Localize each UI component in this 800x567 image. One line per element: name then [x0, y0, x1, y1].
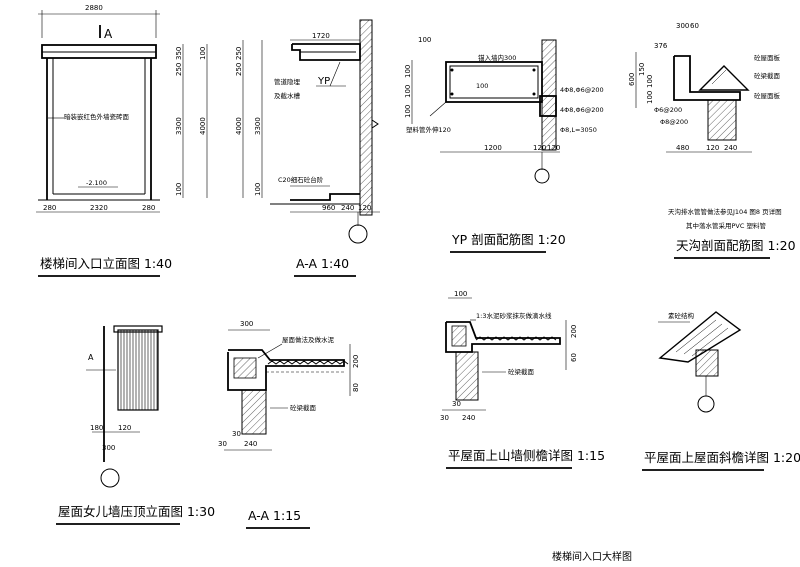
- gable-dim-30: 30: [452, 400, 461, 408]
- sheet-title: 楼梯间入口大样图: [552, 550, 632, 563]
- right-dim-b1: 100: [199, 47, 207, 60]
- aa-top-dim: 300: [240, 320, 253, 328]
- parapet-dim-120: 120: [118, 424, 131, 432]
- drawing-title-6: A-A 1:15: [248, 508, 301, 523]
- yp-dim-1200: 1200: [484, 144, 502, 152]
- right-dim-a4: 100: [175, 183, 183, 196]
- elevation-drawing: 2880 A 暗装嵌红色外墙瓷砖面 -2.100 280 2320 280 35…: [36, 4, 208, 277]
- aa-bottom-240: 240: [244, 440, 257, 448]
- gutter-left-600: 600: [628, 73, 636, 86]
- gutter-left-150: 150: [638, 63, 646, 76]
- anchor-note: 锚入墙内300: [478, 53, 516, 62]
- gable-bottom-240: 240: [462, 414, 475, 422]
- rebar-mid: 100: [476, 82, 488, 90]
- gutter-dim-480: 480: [676, 144, 689, 152]
- right-dim-a2: 250: [175, 63, 183, 76]
- side-dim-2: 100: [404, 85, 412, 98]
- section-a-a-detail: 300 屋面做法及做水泥 砼梁截面 200 80 30 240 30 A-A 1…: [218, 320, 360, 529]
- gutter-note-2: 砼梁截面: [754, 71, 781, 80]
- bottom-dim-3: 280: [142, 204, 155, 212]
- gutter-rebar: Φ6@200: [654, 106, 682, 114]
- rebar-1: 4Φ8,Φ6@200: [560, 86, 604, 94]
- bottom-dim-960: 960: [322, 204, 335, 212]
- gutter-left-100a: 100: [646, 75, 654, 88]
- gable-note-1: 1:3水泥砂浆抹灰做滴水线: [476, 311, 552, 320]
- gutter-note-1: 砼屋面板: [754, 53, 781, 62]
- drawing-title-8: 平屋面上屋面斜檐详图 1:20: [644, 450, 800, 465]
- gutter-section-drawing: 300 60 376 砼屋面板 砼梁截面 砼屋面板 Φ6@200 Φ8@200 …: [628, 22, 796, 259]
- axis-bubble-parapet: [100, 468, 120, 488]
- section-a-a-drawing: 250 250 3300 100 4000 1720 YP 管道隐埋 及截水槽 …: [235, 19, 380, 277]
- yp-dim-120b: 120: [547, 144, 560, 152]
- axis-bubble-sloped: [697, 395, 715, 413]
- left-dim-b1: 4000: [235, 117, 243, 135]
- canopy-dim: 1720: [312, 32, 330, 40]
- gable-top-dim: 100: [454, 290, 467, 298]
- gutter-dim-300: 300: [676, 22, 689, 30]
- gutter-dim-120: 120: [706, 144, 719, 152]
- gable-side-200: 200: [570, 325, 578, 338]
- left-dim-a4: 100: [254, 183, 262, 196]
- bottom-dim-2: 2320: [90, 204, 108, 212]
- left-dim-a3: 3300: [254, 117, 262, 135]
- yp-section-drawing: 100 锚入墙内300 100 4Φ8,Φ6@200 4Φ8,Φ6@200 Φ8…: [404, 36, 604, 253]
- axis-bubble: [348, 224, 368, 244]
- section-mark: A: [104, 27, 113, 41]
- level-mark: -2.100: [86, 179, 107, 187]
- pipe-note-1: 管道隐埋: [274, 77, 301, 86]
- yp-dim-120a: 120: [533, 144, 546, 152]
- aa-side-80: 80: [352, 383, 360, 392]
- gutter-dim-240: 240: [724, 144, 737, 152]
- top-dimension: 2880: [85, 4, 103, 12]
- parapet-elevation-drawing: A 180 120 300 屋面女儿墙压顶立面图 1:30: [56, 325, 215, 525]
- gutter-left-100b: 100: [646, 91, 654, 104]
- axis-bubble-yp: [534, 168, 550, 184]
- bottom-dim-240: 240: [341, 204, 354, 212]
- right-dim-b2: 4000: [199, 117, 207, 135]
- left-dim-a2: 250: [235, 63, 243, 76]
- gable-note-2: 砼梁截面: [508, 367, 535, 376]
- drawing-title-1: 楼梯间入口立面图 1:40: [40, 256, 172, 271]
- drawing-title-7: 平屋面上山墙侧檐详图 1:15: [448, 448, 605, 463]
- drawing-title-4: 天沟剖面配筋图 1:20: [676, 238, 796, 253]
- right-dim-a3: 3300: [175, 117, 183, 135]
- side-dim-1: 100: [404, 65, 412, 78]
- aa-side-200: 200: [352, 355, 360, 368]
- drawing-title-2: A-A 1:40: [296, 256, 349, 271]
- aa-dim-30: 30: [232, 430, 241, 438]
- sloped-note: 素砼结构: [668, 311, 695, 320]
- rebar-2: 4Φ8,Φ6@200: [560, 106, 604, 114]
- gable-eave-detail: 100 1:3水泥砂浆抹灰做滴水线 砼梁截面 200 60 30 240 30 …: [440, 290, 605, 469]
- gutter-caption-1: 天沟排水管管做法参见J104 图8 页详图: [668, 207, 782, 216]
- yp-top-dim: 100: [418, 36, 431, 44]
- parapet-mark: A: [88, 353, 94, 362]
- parapet-dim-180: 180: [90, 424, 103, 432]
- side-dim-3: 100: [404, 105, 412, 118]
- left-dim-a1: 250: [235, 47, 243, 60]
- gutter-dim-376: 376: [654, 42, 668, 50]
- pipe-out-note: 塑料管外伸120: [406, 125, 451, 134]
- bottom-dim-120: 120: [358, 204, 371, 212]
- right-dim-a1: 350: [175, 47, 183, 60]
- pipe-note-2: 及截水槽: [274, 91, 301, 100]
- aa-note-2: 砼梁截面: [290, 403, 317, 412]
- gable-bottom-30: 30: [440, 414, 449, 422]
- yp-label: YP: [317, 76, 330, 87]
- step-note: C20细石砼台阶: [278, 175, 324, 184]
- gable-side-60: 60: [570, 353, 578, 362]
- sloped-eave-detail: 素砼结构 平屋面上屋面斜檐详图 1:20: [642, 311, 800, 471]
- gutter-note-3: 砼屋面板: [754, 91, 781, 100]
- aa-bottom-30: 30: [218, 440, 227, 448]
- aa-note-1: 屋面做法及做水泥: [282, 335, 335, 344]
- bottom-dim-1: 280: [43, 204, 56, 212]
- rebar-3: Φ8,L=3050: [560, 126, 597, 134]
- gutter-rebar-2: Φ8@200: [660, 118, 688, 126]
- finish-note: 暗装嵌红色外墙瓷砖面: [64, 112, 130, 121]
- drawing-title-3: YP 剖面配筋图 1:20: [451, 232, 566, 247]
- gutter-caption-2: 其中落水管采用PVC 塑料管: [686, 221, 766, 230]
- parapet-dim-300: 300: [102, 444, 115, 452]
- drawing-title-5: 屋面女儿墙压顶立面图 1:30: [58, 504, 215, 519]
- gutter-dim-60: 60: [690, 22, 699, 30]
